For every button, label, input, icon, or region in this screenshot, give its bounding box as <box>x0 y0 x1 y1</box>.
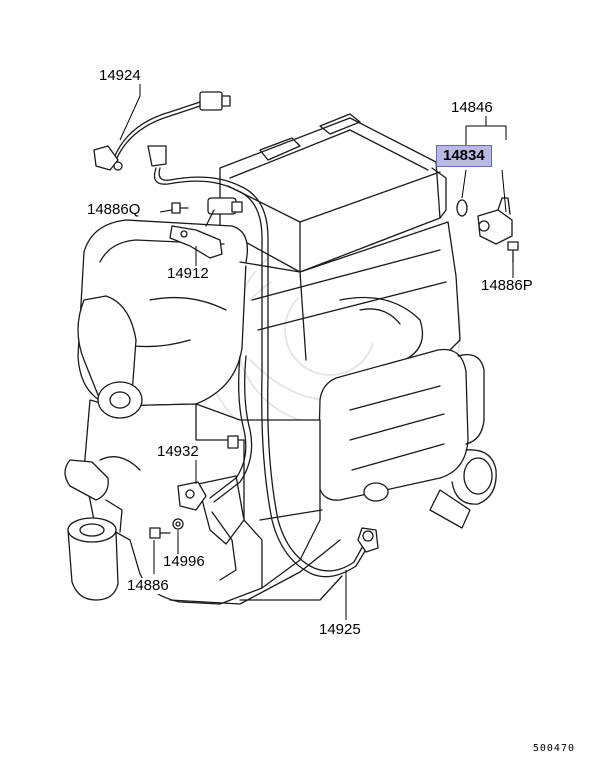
sensor-14932 <box>177 355 253 511</box>
callout-14834-highlighted[interactable]: 14834 <box>436 145 492 167</box>
callout-14912: 14912 <box>166 265 210 282</box>
bracket-14912 <box>169 209 223 259</box>
bolt-14886p <box>507 241 519 263</box>
sensor-14834 <box>456 197 513 245</box>
washer-14996 <box>172 518 184 530</box>
leader-bracket-14846 <box>465 116 487 146</box>
cylinder-block <box>239 221 461 373</box>
bolt-14886q <box>171 202 189 214</box>
leader-14846 <box>466 125 507 140</box>
block-skirt <box>197 475 343 601</box>
diagram-id: 500470 <box>532 743 575 754</box>
callout-14925: 14925 <box>318 621 362 638</box>
callout-14932: 14932 <box>156 443 200 460</box>
leader-14886q <box>159 209 173 213</box>
leader-14924 <box>119 84 141 141</box>
sensor-14925 <box>357 527 379 553</box>
callout-14996: 14996 <box>162 553 206 570</box>
exhaust-manifold <box>317 348 497 529</box>
callout-14924: 14924 <box>98 67 142 84</box>
callout-14886q: 14886Q <box>86 201 142 218</box>
main-harness <box>147 145 369 578</box>
front-pulleys <box>64 295 143 501</box>
valve-cover <box>219 113 447 273</box>
leader-14834-oring <box>461 169 467 199</box>
bolt-14886 <box>149 527 171 539</box>
callout-14846: 14846 <box>450 99 494 116</box>
harness-14924 <box>93 91 231 171</box>
leader-14834-sensor <box>501 169 507 213</box>
callout-14886: 14886 <box>126 577 170 594</box>
leader-lines <box>119 84 514 620</box>
oil-filter <box>67 499 123 601</box>
callout-14886p: 14886P <box>480 277 534 294</box>
